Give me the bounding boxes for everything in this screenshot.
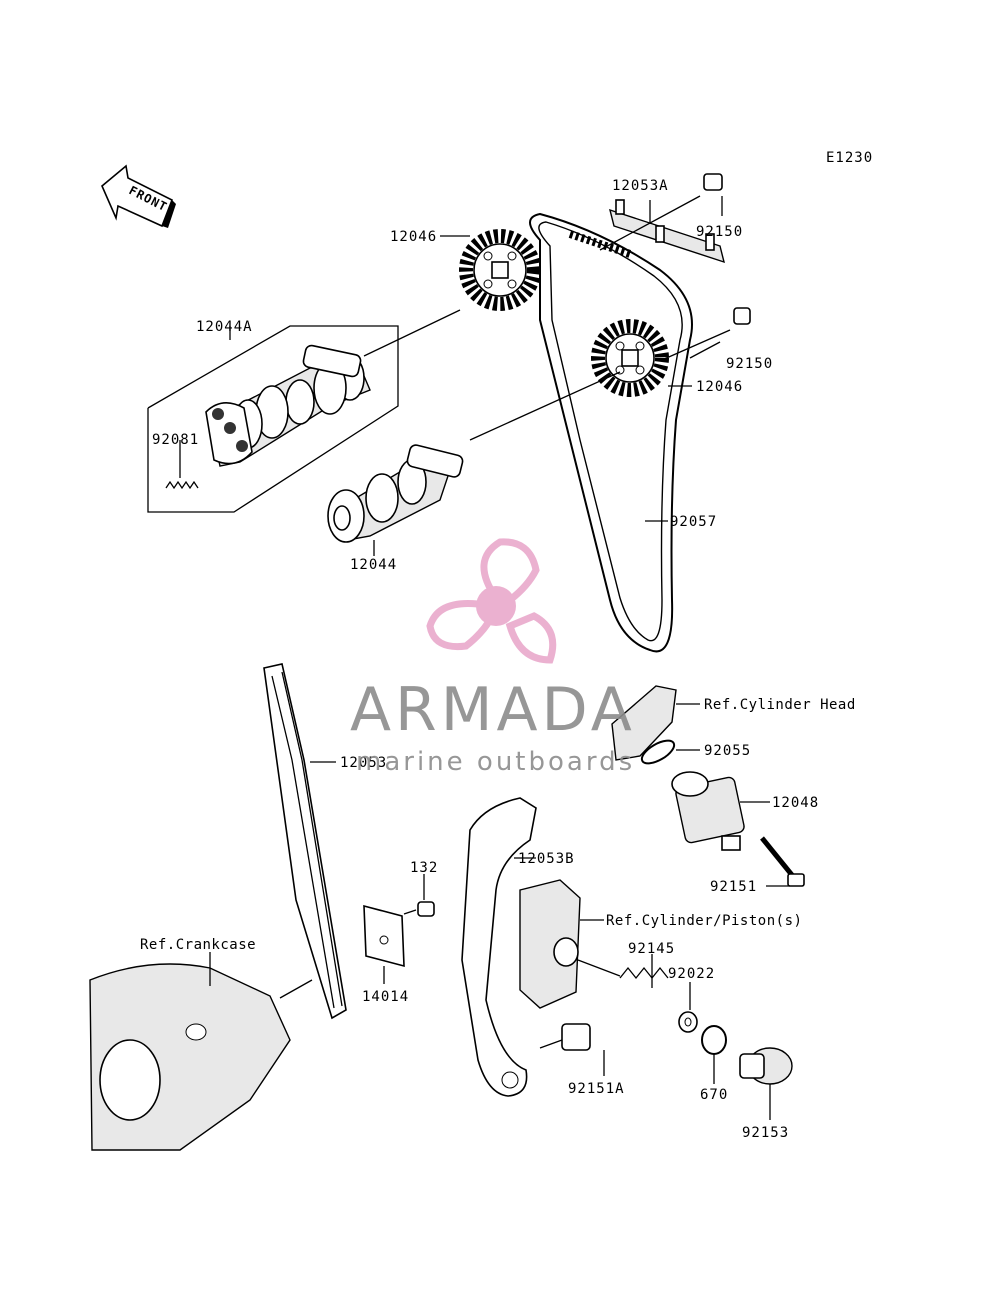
label-12044: 12044 [350, 557, 397, 573]
camshaft-12044a-part [205, 344, 371, 467]
plate-14014-part [363, 904, 405, 968]
bolt-92151-part [760, 836, 805, 887]
sprocket-12046-upper-part [459, 229, 541, 311]
watermark-tagline: marine outboards [356, 747, 635, 777]
plug-92153-part [739, 1047, 793, 1085]
bolt-132-part [403, 901, 435, 917]
label-ref-cylinder-piston: Ref.Cylinder/Piston(s) [606, 913, 802, 929]
camshaft-12044-part [327, 444, 464, 543]
label-12046-top: 12046 [390, 229, 437, 245]
chain-guide-12053-part [263, 663, 347, 1020]
bolt-92150-mid-part [661, 307, 751, 361]
label-92055: 92055 [704, 743, 751, 759]
label-670: 670 [700, 1087, 728, 1103]
watermark-brand: ARMADA [350, 675, 636, 745]
o-ring-670-part [701, 1025, 727, 1055]
crankcase-ref-part [89, 963, 313, 1151]
label-92022: 92022 [668, 966, 715, 982]
washer-92022-part [678, 1011, 698, 1033]
cam-chain-92057-part [529, 212, 693, 653]
label-92151: 92151 [710, 879, 757, 895]
label-92057: 92057 [670, 514, 717, 530]
label-92150-mid: 92150 [726, 356, 773, 372]
cylinder-piston-ref-part [519, 879, 581, 1009]
label-92081: 92081 [152, 432, 199, 448]
armada-watermark: ARMADA marine outboards [350, 538, 636, 777]
label-132: 132 [410, 860, 438, 876]
label-92145: 92145 [628, 941, 675, 957]
label-ref-crankcase: Ref.Crankcase [140, 937, 256, 953]
label-12048: 12048 [772, 795, 819, 811]
label-12044a: 12044A [196, 319, 253, 335]
label-92150-top: 92150 [696, 224, 743, 240]
label-12046-mid: 12046 [696, 379, 743, 395]
front-arrow-icon: FRONT [101, 164, 176, 228]
tensioner-guide-12053b-part [461, 797, 537, 1097]
leader-lines [209, 196, 790, 1120]
gasket-92055-part [640, 739, 676, 765]
cylinder-head-ref-part [611, 685, 677, 761]
camshaft-assy-bracket [147, 325, 399, 513]
label-ref-cylinder-head: Ref.Cylinder Head [704, 697, 856, 713]
bolt-92151a-part [539, 1023, 591, 1051]
label-12053: 12053 [340, 755, 387, 771]
sprocket-12046-lower-part [591, 319, 669, 397]
chain-guide-12053a-part [609, 199, 725, 264]
spring-92145-part [577, 959, 669, 980]
diagram-code: E1230 [826, 150, 873, 166]
label-92153: 92153 [742, 1125, 789, 1141]
propeller-logo-icon [426, 538, 557, 664]
label-14014: 14014 [362, 989, 409, 1005]
label-92151a: 92151A [568, 1081, 625, 1097]
label-12053a: 12053A [612, 178, 669, 194]
tensioner-12048-part [671, 771, 745, 851]
label-12053b: 12053B [518, 851, 575, 867]
spring-92081-part [165, 440, 199, 490]
